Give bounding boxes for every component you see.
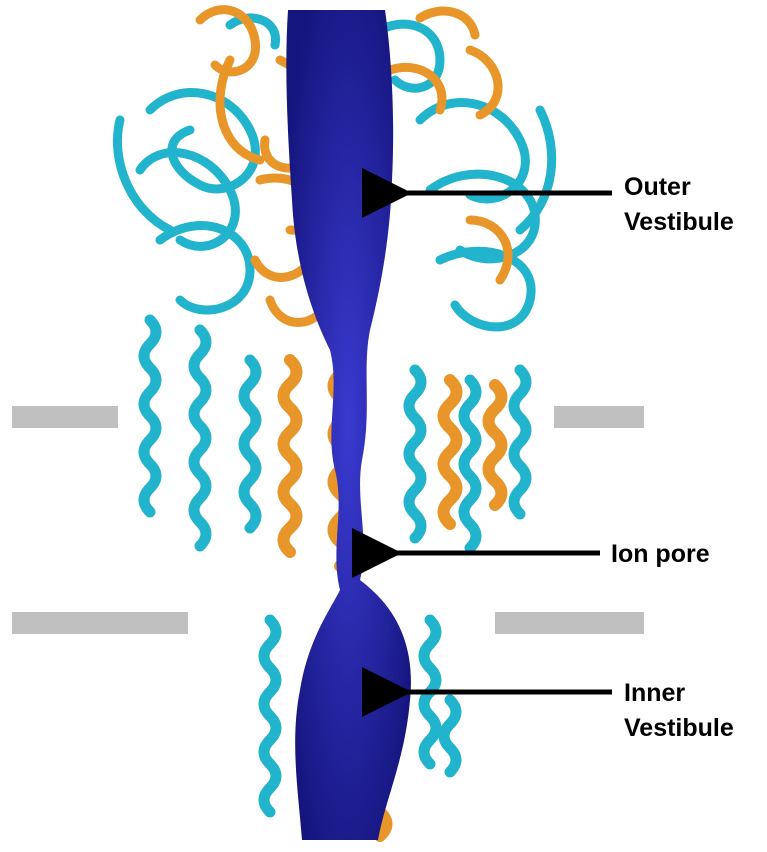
membrane-bar-inner-right: [495, 612, 644, 634]
membrane-bar-inner-left: [12, 612, 188, 634]
label-inner-line2: Vestibule: [624, 711, 734, 746]
label-outer-line1: Outer: [624, 170, 734, 205]
membrane-bar-outer-left: [12, 406, 118, 428]
protein-structure: [117, 10, 551, 840]
membrane-bars: [12, 406, 644, 634]
pore-surface: [286, 10, 411, 840]
label-inner-line1: Inner: [624, 676, 734, 711]
label-ion-pore-text: Ion pore: [611, 537, 710, 572]
label-outer-vestibule: Outer Vestibule: [624, 170, 734, 240]
label-outer-line2: Vestibule: [624, 205, 734, 240]
label-inner-vestibule: Inner Vestibule: [624, 676, 734, 746]
membrane-bar-outer-right: [554, 406, 644, 428]
label-ion-pore: Ion pore: [611, 537, 710, 572]
